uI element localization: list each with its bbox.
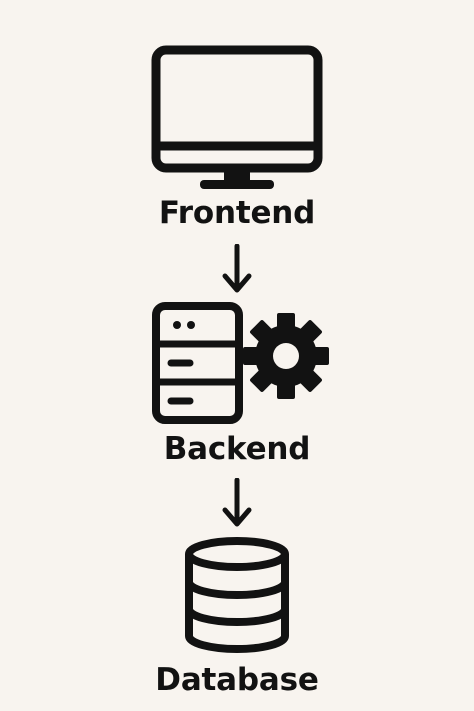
arrow-down-icon [219, 477, 255, 534]
database-icon [182, 536, 292, 654]
frontend-label: Frontend [158, 195, 316, 231]
backend-label: Backend [163, 431, 311, 467]
database-label: Database [155, 662, 319, 698]
arrow-down-icon [219, 243, 255, 300]
server-icon [150, 300, 245, 426]
gear-icon [238, 308, 334, 404]
monitor-icon [150, 44, 324, 192]
